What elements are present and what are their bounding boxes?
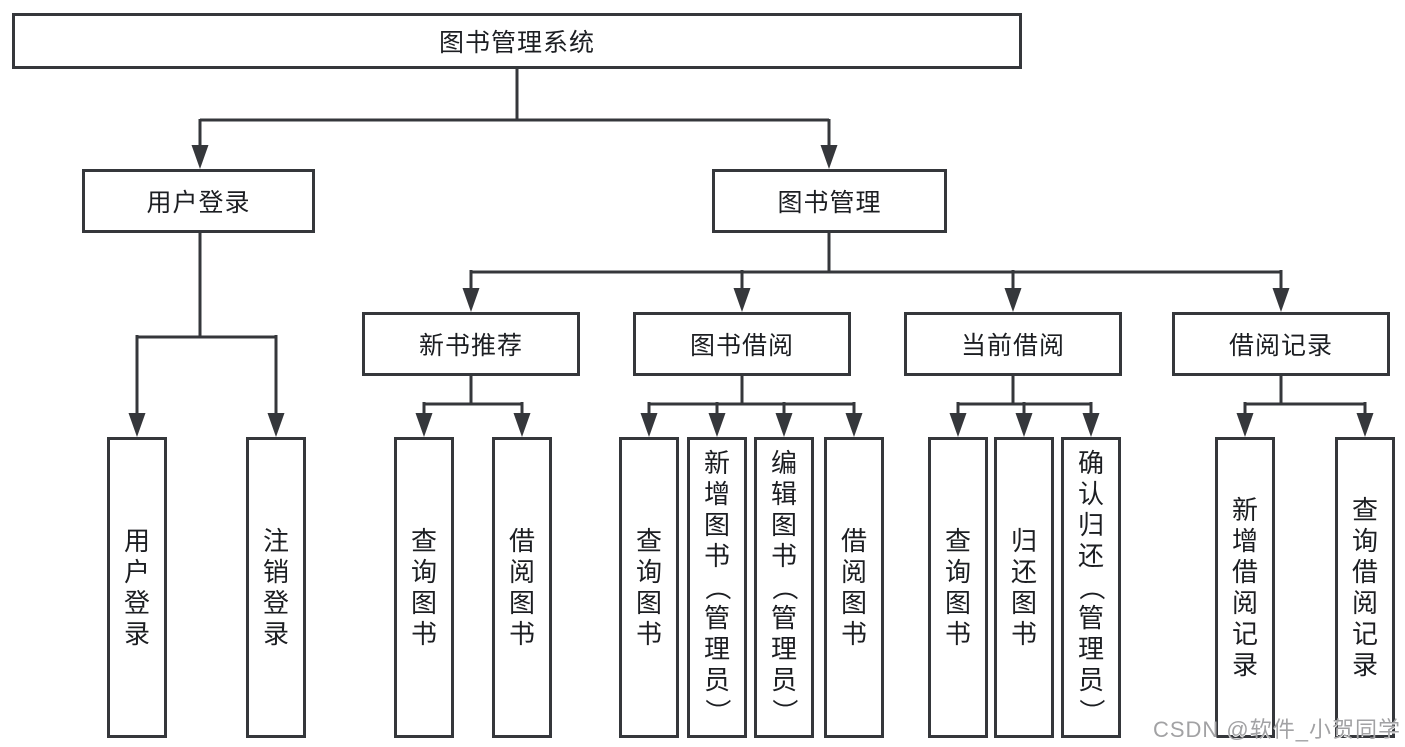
leaf-logout: 注销登录 (246, 437, 306, 738)
leaf-user-login: 用户登录 (107, 437, 167, 738)
leaf-edit-book-admin: 编辑图书（管理员） (754, 437, 814, 738)
leaf-add-borrow-record: 新增借阅记录 (1215, 437, 1275, 738)
leaf-borrow-books-borrowing: 借阅图书 (824, 437, 884, 738)
leaf-search-books-recommend: 查询图书 (394, 437, 454, 738)
node-library-management-system: 图书管理系统 (12, 13, 1022, 69)
node-new-book-recommendation: 新书推荐 (362, 312, 580, 376)
connector-paths (135, 66, 1367, 415)
arrowheads (128, 145, 1374, 437)
node-book-borrowing: 图书借阅 (633, 312, 851, 376)
node-user-login: 用户登录 (82, 169, 315, 233)
leaf-borrow-books-recommend: 借阅图书 (492, 437, 552, 738)
leaf-search-borrow-record: 查询借阅记录 (1335, 437, 1395, 738)
csdn-watermark: CSDN @软件_小贺同学 (1152, 717, 1401, 742)
node-borrowing-records: 借阅记录 (1172, 312, 1390, 376)
leaf-search-books-current: 查询图书 (928, 437, 988, 738)
node-current-borrowing: 当前借阅 (904, 312, 1122, 376)
leaf-add-book-admin: 新增图书（管理员） (687, 437, 747, 738)
leaf-return-book: 归还图书 (994, 437, 1054, 738)
leaf-search-books-borrowing: 查询图书 (619, 437, 679, 738)
node-book-management: 图书管理 (712, 169, 947, 233)
leaf-confirm-return-admin: 确认归还（管理员） (1061, 437, 1121, 738)
